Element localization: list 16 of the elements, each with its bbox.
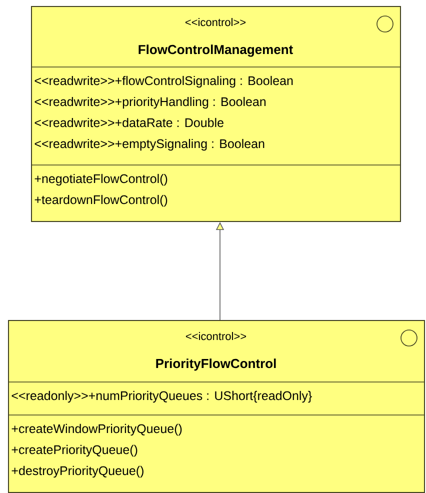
operation-text: +createPriorityQueue() [12,444,138,457]
attribute-text: <<readwrite>>+flowControlSignaling : Boolean [34,76,293,88]
class-name: PriorityFlowControl [156,358,276,371]
attribute-text: <<readonly>>+numPriorityQueues : UShort{readOnly} [12,390,312,403]
operation-text: +destroyPriorityQueue() [12,466,144,478]
operation-text: +createWindowPriorityQueue() [12,424,182,436]
attribute-text: <<readwrite>>+emptySignaling : Boolean [34,138,264,151]
operation-text: +teardownFlowControl() [34,194,168,207]
stereotype-label: <<icontrol>> [186,332,246,340]
stereotype-label: <<icontrol>> [185,18,246,26]
class-name: FlowControlManagement [138,44,293,57]
attribute-text: <<readwrite>>+priorityHandling : Boolean [34,96,266,109]
operation-text: +negotiateFlowControl() [34,174,168,186]
class-box [30,6,401,222]
class-box [8,320,425,493]
attribute-text: <<readwrite>>+dataRate : Double [34,118,224,128]
